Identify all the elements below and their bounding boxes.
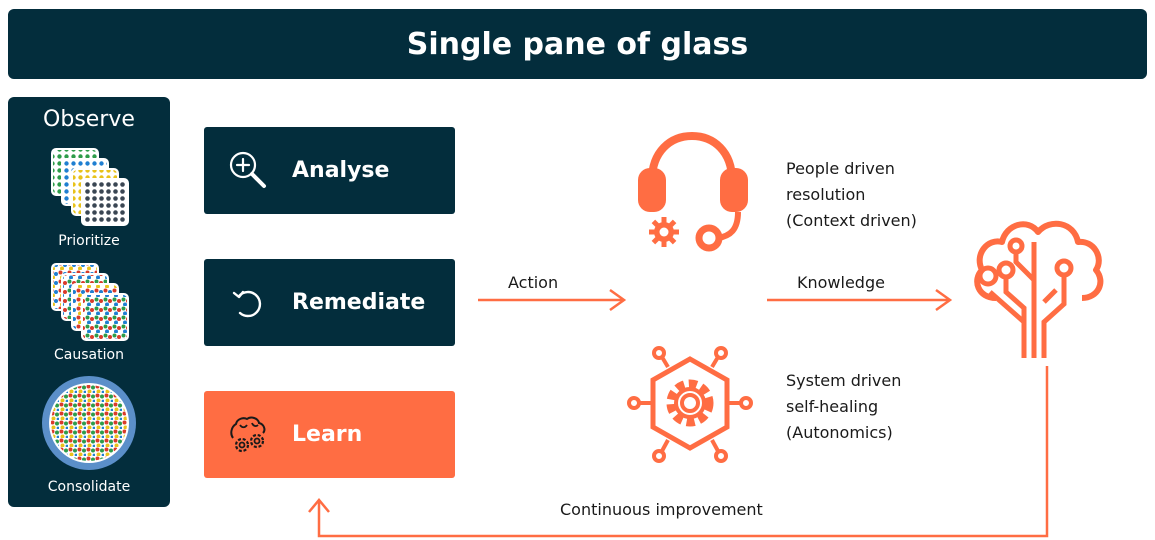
people-driven-line-3: (Context driven)	[786, 211, 917, 230]
remediate-button[interactable]: Remediate	[204, 259, 455, 346]
banner-title: Single pane of glass	[406, 26, 749, 62]
action-label: Action	[508, 273, 559, 292]
learn-button[interactable]: Learn	[204, 391, 455, 478]
causation-label: Causation	[54, 347, 124, 363]
people-driven-line-1: People driven	[786, 159, 895, 178]
loop-arrow	[308, 366, 1049, 538]
brain-gears-icon	[230, 416, 266, 453]
magnify-plus-icon	[229, 151, 266, 188]
observe-title: Observe	[43, 107, 135, 132]
knowledge-label: Knowledge	[797, 273, 885, 292]
analyse-button[interactable]: Analyse	[204, 127, 455, 214]
undo-icon	[232, 290, 262, 318]
prioritize-label: Prioritize	[58, 233, 120, 249]
header-banner: Single pane of glass	[8, 9, 1147, 79]
prioritize-icon	[51, 148, 129, 226]
hexagon-gear-icon	[627, 346, 753, 463]
ai-cloud-tree-icon	[974, 220, 1104, 358]
system-driven-line-2: self-healing	[786, 397, 879, 416]
analyse-label: Analyse	[292, 158, 390, 183]
observe-panel: Observe Prioritize	[8, 97, 170, 507]
people-driven-line-2: resolution	[786, 185, 866, 204]
system-driven-line-1: System driven	[786, 371, 902, 390]
system-driven-line-3: (Autonomics)	[786, 423, 893, 442]
knowledge-arrow	[767, 288, 953, 312]
causation-icon	[51, 263, 129, 341]
loop-label: Continuous improvement	[560, 500, 763, 519]
remediate-label: Remediate	[292, 290, 426, 315]
learn-label: Learn	[292, 422, 363, 447]
headset-gear-icon	[638, 131, 748, 252]
consolidate-label: Consolidate	[47, 479, 131, 495]
consolidate-icon	[42, 376, 136, 470]
action-arrow	[478, 288, 627, 312]
